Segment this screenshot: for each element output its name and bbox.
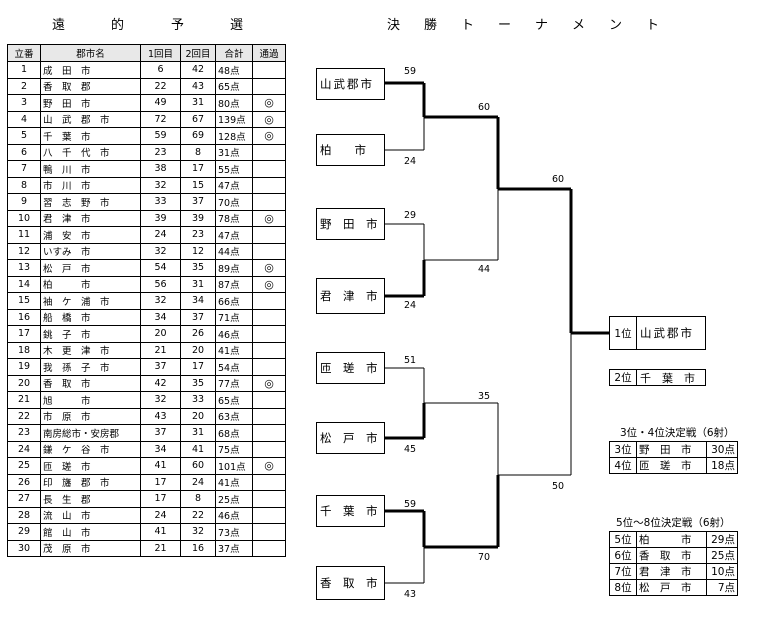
runner-up-rank: 2位 xyxy=(610,370,637,385)
bracket-team-4: 君 津 市 xyxy=(316,278,385,314)
score-semi-1: 60 xyxy=(478,102,491,113)
result-name: 匝 瑳 市 xyxy=(636,457,707,474)
bracket-team-7: 千 葉 市 xyxy=(316,495,385,527)
third-place-title: 3位・4位決定戦（6射） xyxy=(620,427,735,439)
tournament-title-char: メ xyxy=(572,18,586,33)
bracket-team-5: 匝 瑳 市 xyxy=(316,352,385,384)
header-total: 合計 xyxy=(215,44,253,62)
header-no: 立番 xyxy=(7,44,41,62)
bracket-team-6: 松 戸 市 xyxy=(316,422,385,454)
header-round1: 1回目 xyxy=(140,44,181,62)
score-final-2: 50 xyxy=(552,481,565,492)
result-rank: 7位 xyxy=(609,563,637,580)
score-semi-3: 35 xyxy=(478,391,491,402)
result-rank: 6位 xyxy=(609,547,637,564)
qualifying-title-char: 遠 xyxy=(52,18,66,33)
table-header-row: 立番 郡市名 1回目 2回目 合計 通過 xyxy=(7,44,286,62)
score-team-6: 45 xyxy=(404,444,417,455)
score-semi-2: 44 xyxy=(478,264,491,275)
winner-rank: 1位 xyxy=(610,317,637,349)
header-city: 郡市名 xyxy=(40,44,141,62)
score-team-2: 24 xyxy=(404,156,417,167)
score-team-8: 43 xyxy=(404,589,417,600)
score-team-1: 59 xyxy=(404,66,417,77)
qualifying-title-char: 予 xyxy=(171,18,185,33)
score-team-5: 51 xyxy=(404,355,417,366)
winner-name: 山武郡市 xyxy=(640,326,694,340)
result-score: 18点 xyxy=(706,457,738,474)
tournament-title-char: 決 xyxy=(387,18,401,33)
runner-up-name: 千 葉 市 xyxy=(640,371,695,385)
winner-box: 1位 山武郡市 xyxy=(609,316,706,350)
score-semi-4: 70 xyxy=(478,552,491,563)
tournament-title-char: ト xyxy=(646,18,660,33)
score-team-4: 24 xyxy=(404,300,417,311)
header-pass: 通過 xyxy=(252,44,286,62)
result-score: 10点 xyxy=(706,563,738,580)
result-name: 松 戸 市 xyxy=(636,579,707,596)
bracket-team-8: 香 取 市 xyxy=(316,566,385,600)
result-rank: 5位 xyxy=(609,531,637,548)
tournament-title-char: ー xyxy=(498,18,512,33)
result-score: 25点 xyxy=(706,547,738,564)
header-round2: 2回目 xyxy=(180,44,216,62)
result-rank: 3位 xyxy=(609,441,637,458)
score-team-3: 29 xyxy=(404,210,417,221)
result-name: 野 田 市 xyxy=(636,441,707,458)
row-round1: 21 xyxy=(140,539,181,557)
result-name: 柏 市 xyxy=(636,531,707,548)
result-name: 香 取 市 xyxy=(636,547,707,564)
result-rank: 4位 xyxy=(609,457,637,474)
row-total: 37点 xyxy=(215,539,253,557)
qualifying-title-char: 選 xyxy=(230,18,244,33)
bracket-team-3: 野 田 市 xyxy=(316,208,385,240)
result-name: 君 津 市 xyxy=(636,563,707,580)
bracket-team-1: 山武郡市 xyxy=(316,68,385,100)
tournament-title-char: ト xyxy=(461,18,475,33)
qualifying-title-char: 的 xyxy=(111,18,125,33)
result-score: 7点 xyxy=(706,579,738,596)
tournament-title-char: ン xyxy=(609,18,623,33)
result-rank: 8位 xyxy=(609,579,637,596)
tournament-title-char: ナ xyxy=(535,18,549,33)
score-team-7: 59 xyxy=(404,499,417,510)
fifth-place-title: 5位～8位決定戦（6射） xyxy=(616,517,731,529)
row-pass xyxy=(252,539,286,557)
tournament-title-char: 勝 xyxy=(424,18,438,33)
bracket-team-2: 柏 市 xyxy=(316,134,385,166)
result-score: 30点 xyxy=(706,441,738,458)
score-final-1: 60 xyxy=(552,174,565,185)
runner-up-box: 2位 千 葉 市 xyxy=(609,369,706,386)
result-score: 29点 xyxy=(706,531,738,548)
